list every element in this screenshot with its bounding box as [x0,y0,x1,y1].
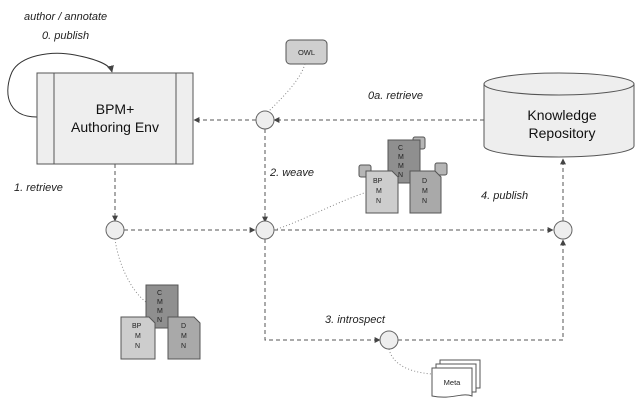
cmmn-letter: C [157,290,162,297]
bpmn-letter: M [376,188,382,195]
flow-introspect-node-to-publish-node [398,239,566,341]
authoring-env-line2: Authoring Env [71,119,159,135]
meta-documents[interactable]: Meta [431,359,481,398]
owl-label: OWL [298,48,315,57]
retrieve-node[interactable] [105,220,125,240]
self-loop-arrow [7,52,114,118]
bpmn-letter: BP [132,323,142,330]
dmn-letter: D [181,323,186,330]
weave-2-label: 2. weave [269,167,314,179]
cmmn-letter: M [157,308,163,315]
cmmn-letter: M [398,163,404,170]
repository-line2: Repository [529,125,596,141]
weave-source-node[interactable] [255,110,275,130]
document-cluster-upper: C M M N BP M N D M N [358,136,448,214]
flow-center-node-to-introspect-node [264,239,381,343]
cmmn-letter: M [398,154,404,161]
authoring-env-box[interactable]: BPM+ Authoring Env [36,72,194,165]
bpmn-letter: N [376,198,381,205]
cmmn-letter: N [157,317,162,324]
owl-box[interactable]: OWL [285,39,328,65]
assoc-center-docs [273,192,365,231]
authoring-env-line1: BPM+ [96,101,135,117]
dmn-letter: N [422,198,427,205]
publish-node[interactable] [553,220,573,240]
dmn-letter: N [181,343,186,350]
repository-line1: Knowledge [527,107,596,123]
introspect-node[interactable] [379,330,399,350]
cmmn-letter: C [398,145,403,152]
bpmn-document-icon [365,170,399,214]
author-annotate-label: author / annotate [24,11,107,23]
retrieve-1-label: 1. retrieve [14,182,63,194]
bpmn-letter: BP [373,178,383,185]
retrieve-0a-label: 0a. retrieve [368,90,423,102]
weave-node[interactable] [255,220,275,240]
introspect-3-label: 3. introspect [325,314,386,326]
document-cluster-lower: C M M N BP M N D M N [120,284,201,360]
dmn-document-icon [167,316,201,360]
bpmn-document-icon [120,316,156,360]
cmmn-letter: N [398,172,403,179]
bpmn-letter: N [135,343,140,350]
assoc-meta [388,348,433,375]
meta-label: Meta [444,378,462,387]
dmn-letter: M [181,333,187,340]
assoc-owl [267,63,306,113]
dmn-letter: M [422,188,428,195]
dmn-document-icon [409,170,442,214]
assoc-left-docs [114,238,147,303]
publish-4-label: 4. publish [481,190,528,202]
doc-attachment-icon [434,162,448,176]
cmmn-letter: M [157,299,163,306]
bpmn-letter: M [135,333,141,340]
knowledge-repository-cylinder[interactable]: Knowledge Repository [483,72,635,158]
publish-0-label: 0. publish [42,30,89,42]
dmn-letter: D [422,178,427,185]
